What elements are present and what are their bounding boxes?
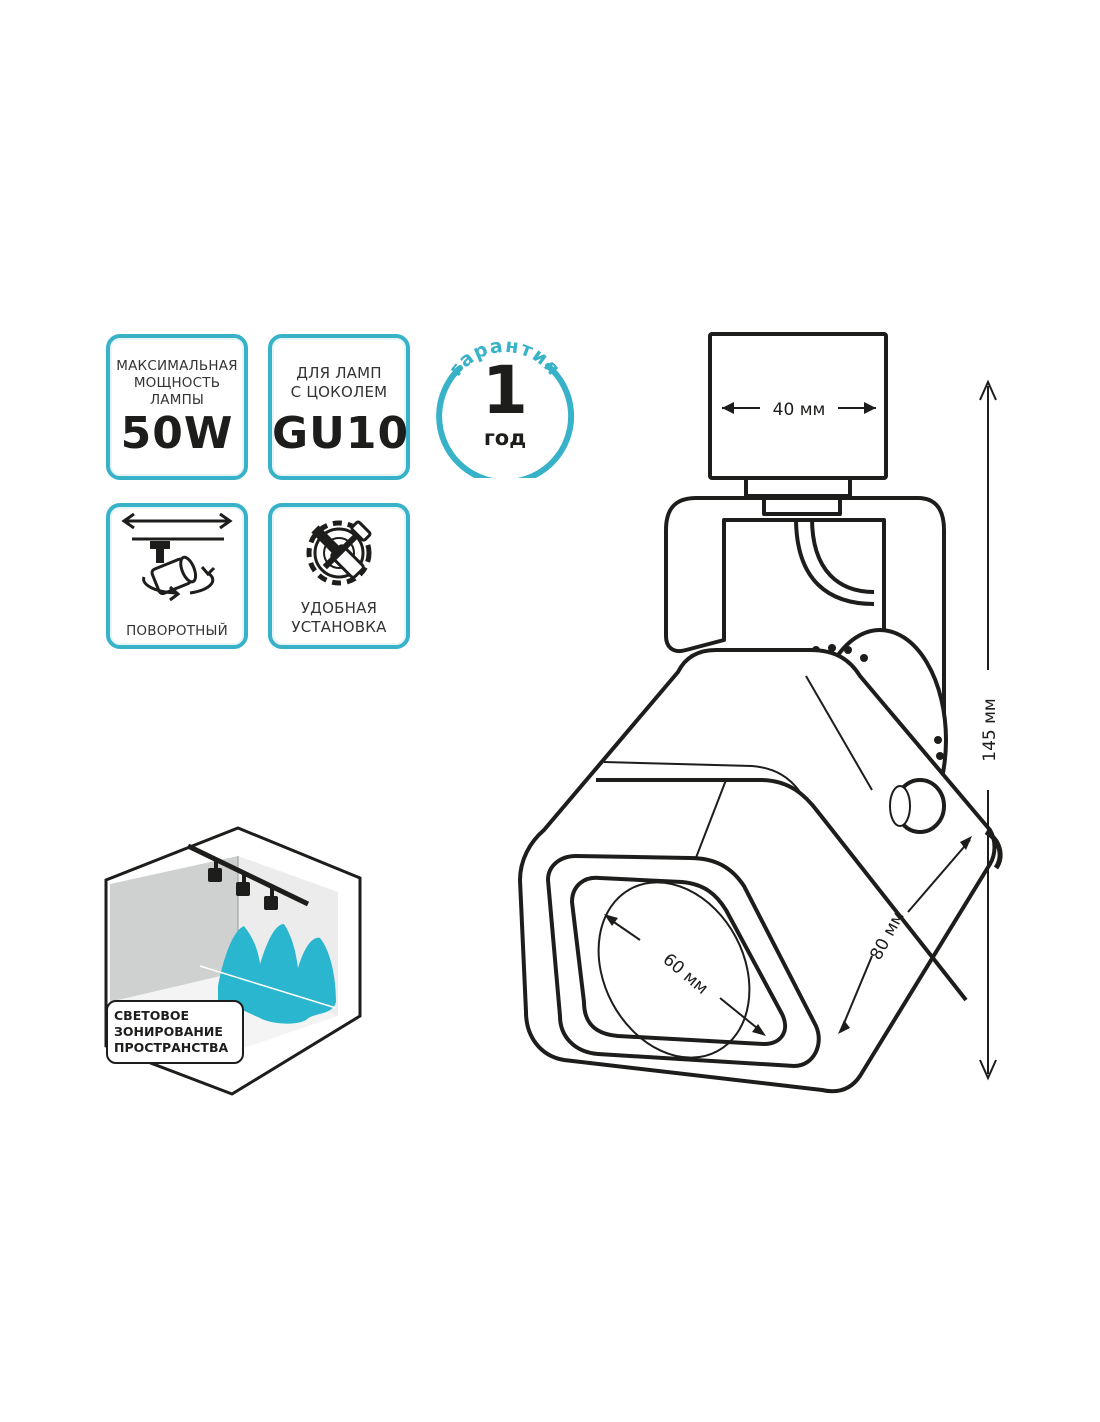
- warranty-badge: гарантия 1 год: [430, 328, 580, 486]
- dimension-width-label: 40 мм: [773, 400, 826, 420]
- installation-caption: УДОБНАЯ УСТАНОВКА: [272, 599, 406, 637]
- arrows-rotate-icon: [142, 576, 177, 595]
- socket-value: GU10: [272, 408, 410, 459]
- max-power-value: 50W: [120, 408, 234, 459]
- lamp-opening: [570, 875, 788, 1046]
- caption-line: С ЦОКОЛЕМ: [290, 383, 388, 401]
- zoning-label: СВЕТОВОЕ ЗОНИРОВАНИЕ ПРОСТРАНСТВА: [106, 1000, 244, 1064]
- gear-screwdriver-icon: [306, 520, 372, 586]
- caption-line: МОЩНОСТЬ: [133, 375, 221, 391]
- warranty-unit: год: [483, 426, 527, 450]
- caption-line: УДОБНАЯ: [300, 599, 378, 617]
- caption-line: УСТАНОВКА: [291, 618, 387, 636]
- zoning-line: ЗОНИРОВАНИЕ: [114, 1024, 223, 1039]
- spotlight-technical-drawing: 40 мм 145 мм 80 мм 60 мм: [518, 332, 1003, 1094]
- max-power-badge: МАКСИМАЛЬНАЯ МОЩНОСТЬ ЛАМПЫ 50W: [106, 334, 248, 480]
- room-track-light-icon: [104, 826, 362, 1096]
- zoning-line: ПРОСТРАНСТВА: [114, 1040, 229, 1055]
- adapter-neck: [744, 476, 852, 498]
- caption-line: МАКСИМАЛЬНАЯ: [116, 358, 238, 374]
- dimension-diameter: [604, 914, 766, 1036]
- dimension-width-top: [722, 402, 876, 414]
- caption-line: ДЛЯ ЛАМП: [296, 364, 382, 382]
- spotlight-icon: [121, 512, 233, 602]
- caption-line: ЛАМПЫ: [149, 392, 205, 408]
- installation-badge: УДОБНАЯ УСТАНОВКА: [268, 503, 410, 649]
- socket-type-badge: ДЛЯ ЛАМП С ЦОКОЛЕМ GU10: [268, 334, 410, 480]
- dimension-depth: [838, 836, 972, 1034]
- max-power-caption: МАКСИМАЛЬНАЯ МОЩНОСТЬ ЛАМПЫ: [110, 358, 244, 409]
- rotary-badge: ПОВОРОТНЫЙ: [106, 503, 248, 649]
- rotary-caption: ПОВОРОТНЫЙ: [126, 623, 228, 639]
- dimension-height: [979, 379, 997, 1081]
- dimension-height-label: 145 мм: [980, 698, 1000, 762]
- zoning-line: СВЕТОВОЕ: [114, 1008, 190, 1023]
- warranty-number: 1: [482, 352, 528, 429]
- socket-caption: ДЛЯ ЛАМП С ЦОКОЛЕМ: [272, 364, 406, 402]
